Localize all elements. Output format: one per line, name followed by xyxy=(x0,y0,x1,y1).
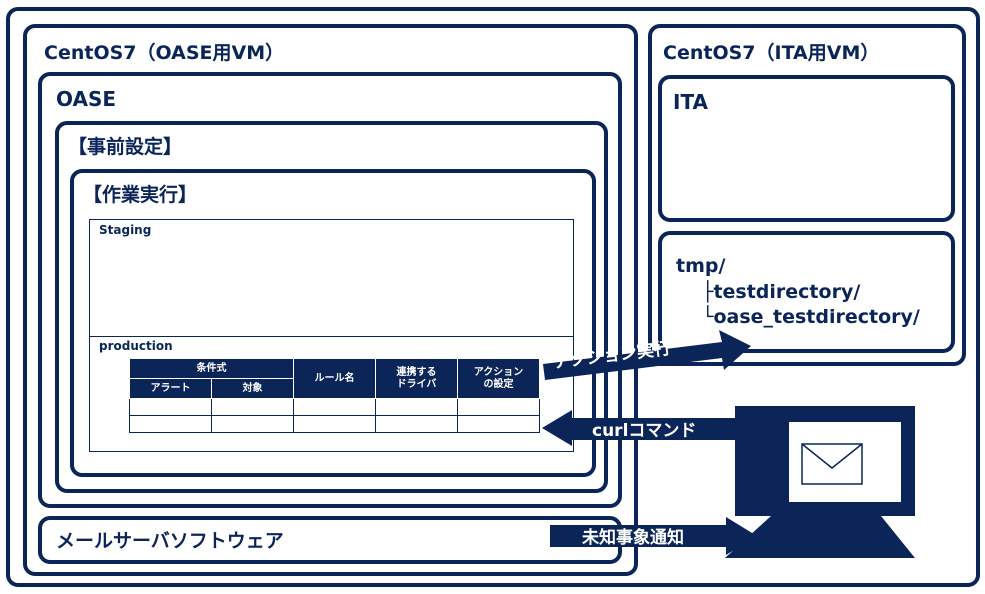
header-target: 対象 xyxy=(211,378,294,399)
rule-table: 条件式 ルール名 連携するドライバ アクションの設定 アラート 対象 xyxy=(129,358,540,433)
pc-icon xyxy=(725,406,915,558)
header-action-line2: の設定 xyxy=(483,378,514,390)
mail-server-box xyxy=(38,516,622,564)
work-exec-title: 【作業実行】 xyxy=(83,184,198,206)
header-condition: 条件式 xyxy=(129,358,294,379)
unknown-event-text: 未知事象通知 xyxy=(581,527,684,548)
tmp-child-testdirectory: ├testdirectory/ xyxy=(702,281,861,303)
tmp-child-oase-testdirectory: └oase_testdirectory/ xyxy=(702,306,920,328)
action-exec-arrow: アクション実行 xyxy=(543,330,751,380)
pre-settings-title: 【事前設定】 xyxy=(68,136,183,158)
staging-panel xyxy=(89,219,574,337)
header-action: アクションの設定 xyxy=(457,358,540,399)
staging-label: Staging xyxy=(99,223,152,237)
table-row xyxy=(129,415,540,433)
curl-command-arrow: curlコマンド xyxy=(542,410,750,446)
tmp-dir-box xyxy=(658,231,955,353)
tmp-root: tmp/ xyxy=(676,255,726,277)
curl-command-text: curlコマンド xyxy=(592,421,696,441)
ita-app-box xyxy=(658,75,955,222)
header-driver-line2: ドライバ xyxy=(396,378,437,390)
mail-server-label: メールサーバソフトウェア xyxy=(56,530,284,552)
pc-label: PC xyxy=(750,426,778,448)
ita-app-title: ITA xyxy=(673,90,709,114)
header-driver: 連携するドライバ xyxy=(375,358,458,399)
header-action-line1: アクション xyxy=(473,366,524,378)
envelope-icon xyxy=(801,443,863,485)
header-rule-name: ルール名 xyxy=(293,358,376,399)
pc-base xyxy=(725,516,915,558)
oase-vm-title: CentOS7（OASE用VM） xyxy=(44,42,285,64)
oase-app-title: OASE xyxy=(56,87,117,111)
ita-vm-title: CentOS7（ITA用VM） xyxy=(663,42,880,64)
header-alert: アラート xyxy=(129,378,212,399)
production-label: production xyxy=(99,339,173,353)
header-driver-line1: 連携する xyxy=(396,366,437,378)
unknown-event-arrow: 未知事象通知 xyxy=(550,517,757,555)
table-row xyxy=(129,398,540,416)
